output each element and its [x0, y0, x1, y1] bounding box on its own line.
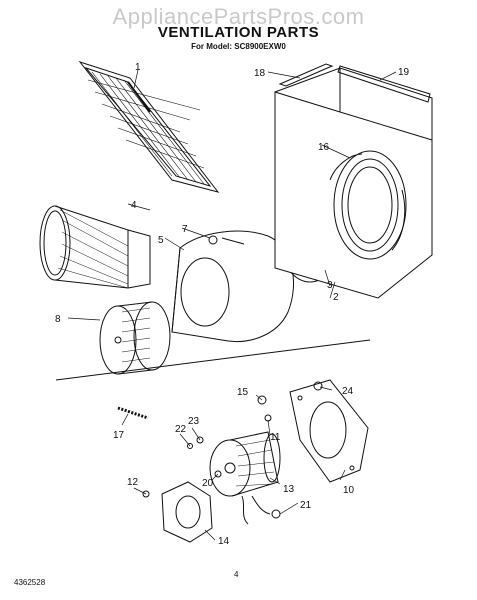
page-number: 4 [234, 570, 239, 579]
callout-5: 5 [158, 235, 164, 246]
callout-22: 22 [175, 424, 187, 435]
callout-16: 16 [318, 142, 330, 153]
callout-14: 14 [218, 536, 230, 547]
callout-4: 4 [131, 200, 137, 211]
callout-17: 17 [113, 430, 125, 441]
blower-motor [209, 431, 281, 525]
callout-24: 24 [342, 386, 354, 397]
grease-filter [78, 61, 220, 193]
model-subtitle: For Model: SC8900EXW0 [191, 42, 286, 51]
callout-3: 3 [327, 280, 333, 291]
callout-13: 13 [283, 484, 295, 495]
callout-8: 8 [55, 314, 61, 325]
callout-18: 18 [254, 68, 266, 79]
callout-10: 10 [343, 485, 355, 496]
callout-labels: 1 2 3 4 5 7 8 10 11 12 13 14 15 16 17 18… [55, 62, 410, 547]
callout-1: 1 [135, 62, 141, 73]
callout-19: 19 [398, 67, 410, 78]
separator-line [55, 339, 371, 381]
motor-bracket [161, 481, 213, 543]
callout-7: 7 [182, 224, 188, 235]
blower-wheel [99, 301, 171, 375]
callout-11: 11 [270, 432, 281, 443]
ventilation-cabinet [274, 63, 433, 299]
page-title: VENTILATION PARTS [157, 24, 320, 41]
blower-inlet-funnel [39, 205, 151, 289]
callout-2: 2 [333, 292, 339, 303]
callout-21: 21 [300, 500, 312, 511]
motor-mounting-plate [289, 379, 369, 483]
watermark: AppliancePartsPros.com [112, 4, 365, 29]
blower-housing [171, 230, 295, 343]
callout-23: 23 [188, 416, 200, 427]
callout-15: 15 [237, 387, 249, 398]
doc-number: 4362528 [14, 578, 46, 587]
hardware [117, 381, 323, 519]
callout-12: 12 [127, 477, 139, 488]
leader-lines [67, 69, 397, 541]
callout-20: 20 [202, 478, 214, 489]
